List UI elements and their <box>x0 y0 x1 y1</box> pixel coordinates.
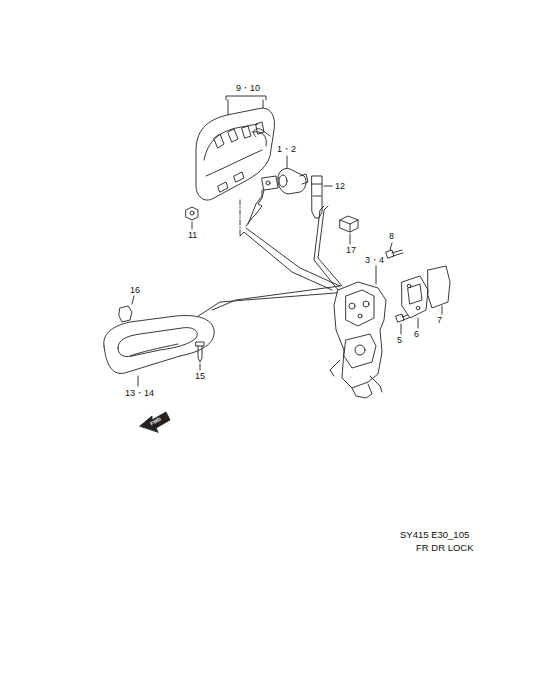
callout-number: 1・2 <box>277 145 296 154</box>
leader-line <box>390 243 392 250</box>
handle-clip <box>119 306 132 322</box>
outside-handle <box>196 108 275 200</box>
key-cylinder <box>246 168 308 226</box>
screw <box>386 250 403 258</box>
callout-number: 12 <box>335 182 345 191</box>
callout-number: 17 <box>346 246 356 255</box>
callout-number: 6 <box>414 330 419 339</box>
callout-number: 11 <box>188 231 197 240</box>
leader-line <box>350 234 351 244</box>
leader-line <box>376 266 377 284</box>
callout-number: 5 <box>397 336 402 345</box>
leader-line <box>132 296 134 304</box>
lock-knob-rod <box>312 176 322 218</box>
callout-number: 16 <box>130 286 140 295</box>
callout-number: 9・10 <box>236 84 260 93</box>
callout-number: 15 <box>195 372 205 381</box>
leader-line <box>200 364 201 370</box>
control-rods <box>186 206 348 324</box>
caption-text: FR DR LOCK <box>416 543 474 553</box>
leader-line <box>287 156 288 168</box>
callout-number: 3・4 <box>365 256 384 265</box>
leader-line <box>401 324 402 334</box>
screw <box>196 342 204 362</box>
door-lock-assembly <box>330 282 386 398</box>
callout-number: 7 <box>437 316 442 325</box>
retainer-nut <box>186 207 198 220</box>
striker-gasket <box>428 266 450 308</box>
center-line <box>240 200 241 236</box>
bracket <box>226 96 266 100</box>
leader-line <box>192 222 193 229</box>
callout-number: 13・14 <box>125 389 154 398</box>
leader-line <box>442 306 443 314</box>
inside-handle <box>104 316 214 374</box>
leader-line <box>324 186 332 187</box>
caption-text: SY415 E30_105 <box>400 530 469 540</box>
leader-line <box>138 376 139 386</box>
spring-clip <box>254 129 270 137</box>
forward-arrow <box>140 412 170 432</box>
callout-number: 8 <box>389 232 394 241</box>
rod-clip <box>340 216 358 232</box>
striker <box>402 276 428 318</box>
leader-line <box>418 318 419 328</box>
